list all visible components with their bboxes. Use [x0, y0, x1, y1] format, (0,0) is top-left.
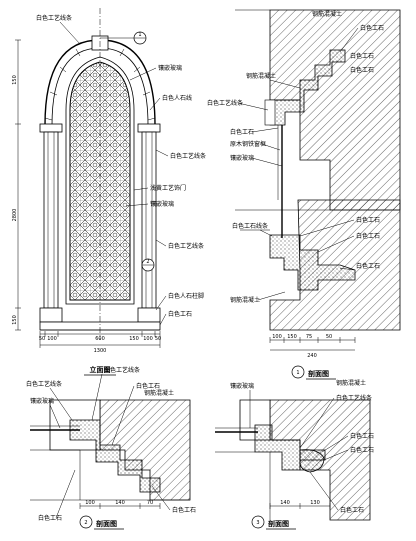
section-1-sill: [269, 234, 356, 291]
s1-label-t3: 钢筋混凝土: [246, 72, 276, 80]
marker-1-text: 1: [138, 32, 141, 38]
s1-label-t11: 白色工石: [356, 216, 380, 224]
dim-bottom-2: 600: [95, 336, 105, 342]
s1-dim-1: 150: [287, 334, 297, 340]
s3-dim-1: 130: [310, 500, 320, 506]
s1-label-t12: 白色工石: [356, 232, 380, 240]
s1-dim-0: 100: [272, 334, 282, 340]
dim-bottom-5: 50: [155, 336, 161, 342]
s3-label-l2: 钢筋混凝土: [336, 379, 366, 387]
label-white-ls: 白色人石线: [162, 94, 192, 102]
s2-label-l6: 白色工艺线条: [104, 366, 140, 374]
label-glass: 镶嵌玻璃: [158, 64, 182, 72]
s2-dim-1: 140: [115, 500, 125, 506]
dim-left-1: 2800: [12, 209, 18, 222]
label-white-trim2: 白色工艺线条: [170, 152, 206, 160]
label-white-trim3: 白色工艺线条: [168, 242, 204, 250]
capital-right: [137, 123, 161, 133]
label-light-color: 浅黄工艺饰门: [150, 184, 186, 192]
s1-label-t4: 白色工石: [350, 52, 374, 60]
s1-label-t9: 白色工石: [230, 128, 254, 136]
s3-dim-0: 140: [280, 500, 290, 506]
s3-round-trim: [299, 449, 325, 473]
s2-label-l1: 白色工艺线条: [26, 380, 62, 388]
dim-bottom-0: 50: [39, 336, 45, 342]
s2-label-l7: 白色工石: [38, 514, 62, 522]
s3-title: 剖面图: [268, 519, 289, 528]
column-left: [43, 131, 59, 309]
section-3-view: 镶嵌玻璃 钢筋混凝土 白色工艺线条 白色工石 白色工石 白色工石 140 130…: [215, 379, 374, 530]
label-arch-trim: 白色工艺线条: [36, 14, 72, 22]
s3-marker: [251, 515, 265, 529]
s2-marker-text: 2: [84, 520, 87, 526]
s1-title: 剖面图: [308, 369, 329, 378]
section-2-view: 白色工艺线条 镶嵌玻璃 钢筋混凝土 白色工艺线条 白色工石 白色工石 白色工石 …: [26, 366, 196, 530]
s3-label-l6: 白色工石: [340, 506, 364, 514]
base-right: [137, 307, 161, 323]
label-white-stone: 白色工石: [168, 310, 192, 318]
label-white-pillar: 白色人石柱脚: [168, 292, 204, 300]
s1-label-t10: 白色工石线条: [232, 222, 268, 230]
label-glass2: 镶嵌玻璃: [150, 200, 174, 208]
capital-left: [39, 123, 63, 133]
s2-label-l5: 白色工石: [172, 506, 196, 514]
s2-title: 剖面图: [96, 519, 117, 528]
dim-bottom-1: 100: [47, 336, 57, 342]
s1-label-t7: 原木钢铁窗框: [230, 140, 266, 148]
s3-label-l5: 白色工石: [350, 446, 374, 454]
s3-label-l3: 白色工石: [350, 432, 374, 440]
s1-marker-text: 1: [296, 370, 299, 376]
marker-2-text: 2: [146, 259, 149, 265]
s3-marker-text: 3: [256, 520, 259, 526]
s2-label-l3: 钢筋混凝土: [144, 389, 174, 397]
section-1-trim: [269, 49, 346, 126]
s1-label-t2: 白色工石: [360, 24, 384, 32]
s1-label-t13: 钢筋混凝土: [230, 296, 260, 304]
s2-label-l4: 白色工石: [136, 382, 160, 390]
s2-marker: [79, 515, 93, 529]
dim-left-0: 150: [12, 75, 18, 85]
dim-bottom-4: 100: [143, 336, 153, 342]
column-right: [141, 131, 157, 309]
s1-label-t8: 镶嵌玻璃: [230, 154, 254, 162]
s1-dim-4: 240: [307, 353, 317, 359]
section-1-view: 钢筋混凝土 白色工石 钢筋混凝土 白色工石 白色工艺线条 白色工石 白色工石 原…: [207, 9, 401, 380]
s2-label-l2: 镶嵌玻璃: [30, 397, 54, 405]
s1-dim-3: 50: [326, 334, 332, 340]
elevation-view: 1 2 白色工艺线条 镶嵌玻璃 白色人石线 白色工艺线条 浅黄工艺饰门 镶嵌玻璃…: [12, 8, 206, 376]
s2-trim: [69, 419, 161, 493]
s3-label-l1: 镶嵌玻璃: [230, 382, 254, 390]
dim-bottom-3: 150: [129, 336, 139, 342]
s1-dim-2: 75: [306, 334, 312, 340]
dim-total: 1300: [94, 348, 107, 354]
elevation-title: 立面图: [90, 365, 111, 374]
s1-label-t14: 白色工石: [356, 262, 380, 270]
s1-label-t5: 白色工艺线条: [207, 99, 243, 107]
s2-dim-0: 100: [85, 500, 95, 506]
s1-marker: [291, 365, 305, 379]
s3-label-l4: 白色工艺线条: [336, 394, 372, 402]
s1-label-top: 钢筋混凝土: [312, 10, 342, 18]
dim-left-2: 150: [12, 315, 18, 325]
base-left: [39, 307, 63, 323]
s1-label-t6: 白色工石: [350, 66, 374, 74]
s2-dim-2: 70: [147, 500, 153, 506]
